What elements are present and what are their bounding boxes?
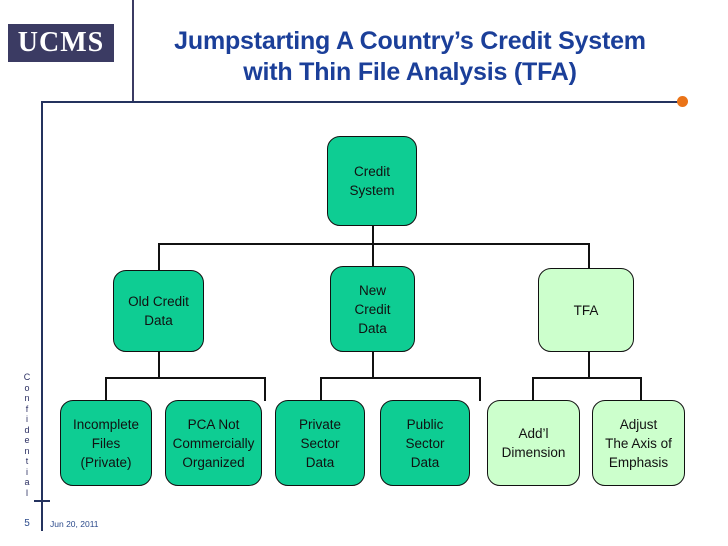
ucms-logo: UCMS [8, 24, 114, 62]
confidential-letter: a [24, 477, 30, 487]
connector-to-addl-dimension [532, 377, 534, 401]
node-credit-system-label: Credit System [349, 164, 395, 198]
node-incomplete-files[interactable]: Incomplete Files (Private) [60, 400, 152, 486]
connector-to-new-credit-data [372, 243, 374, 270]
footer-date: Jun 20, 2011 [50, 519, 99, 529]
logo-text: UCMS [17, 27, 105, 58]
node-adjust-axis[interactable]: Adjust The Axis of Emphasis [592, 400, 685, 486]
confidential-letter: C [23, 372, 31, 382]
connector-level1-bus [158, 243, 590, 245]
node-addl-dimension-label: Add’l Dimension [501, 426, 566, 460]
node-addl-dimension[interactable]: Add’l Dimension [487, 400, 580, 486]
confidential-letter: e [24, 435, 30, 445]
confidential-letter: l [26, 487, 28, 498]
page-title-line-2: with Thin File Analysis (TFA) [243, 58, 577, 86]
node-credit-system[interactable]: Credit System [327, 136, 417, 226]
page-title-line-1: Jumpstarting A Country’s Credit System [174, 27, 646, 55]
connector-to-old-credit-data [158, 243, 160, 270]
connector-to-private-sector [320, 377, 322, 401]
confidential-label: C o n f i d e n t i a l [16, 372, 38, 498]
footer-tick-rule [34, 500, 50, 502]
header-vertical-divider [132, 0, 134, 102]
confidential-letter: n [24, 445, 30, 456]
page-number: 5 [24, 518, 30, 529]
connector-new-credit-bus [320, 377, 481, 379]
confidential-letter: t [25, 456, 29, 466]
node-tfa[interactable]: TFA [538, 268, 634, 352]
accent-dot-icon [677, 96, 688, 107]
node-new-credit-data-label: New Credit Data [354, 282, 391, 336]
connector-tfa-bus [532, 377, 642, 379]
node-pca-not-organized-label: PCA Not Commercially Organized [172, 416, 255, 470]
left-vertical-rule [41, 101, 43, 531]
node-public-sector-data-label: Public Sector Data [405, 416, 445, 470]
confidential-letter: f [25, 403, 29, 414]
header-horizontal-rule [41, 101, 682, 103]
node-old-credit-data[interactable]: Old Credit Data [113, 270, 204, 352]
connector-old-credit-down [158, 351, 160, 378]
node-incomplete-files-label: Incomplete Files (Private) [72, 416, 140, 470]
node-public-sector-data[interactable]: Public Sector Data [380, 400, 470, 486]
node-adjust-axis-label: Adjust The Axis of Emphasis [605, 416, 672, 470]
confidential-letter: d [24, 424, 30, 435]
page-title: Jumpstarting A Country’s Credit System w… [140, 26, 680, 88]
connector-to-pca-not-organized [264, 377, 266, 401]
connector-to-public-sector [479, 377, 481, 401]
node-tfa-label: TFA [573, 302, 599, 318]
confidential-letter: o [24, 382, 30, 393]
confidential-letter: i [26, 414, 28, 424]
node-old-credit-data-label: Old Credit Data [128, 294, 189, 328]
connector-to-adjust-axis [640, 377, 642, 401]
connector-new-credit-down [372, 351, 374, 378]
connector-to-tfa [588, 243, 590, 270]
connector-root-down [372, 225, 374, 244]
node-private-sector-data-label: Private Sector Data [298, 416, 342, 470]
confidential-letter: i [26, 466, 28, 477]
connector-to-incomplete-files [105, 377, 107, 401]
node-private-sector-data[interactable]: Private Sector Data [275, 400, 365, 486]
node-pca-not-organized[interactable]: PCA Not Commercially Organized [165, 400, 262, 486]
connector-old-credit-bus [105, 377, 266, 379]
node-new-credit-data[interactable]: New Credit Data [330, 266, 415, 352]
connector-tfa-down [588, 351, 590, 378]
confidential-letter: n [24, 393, 30, 403]
